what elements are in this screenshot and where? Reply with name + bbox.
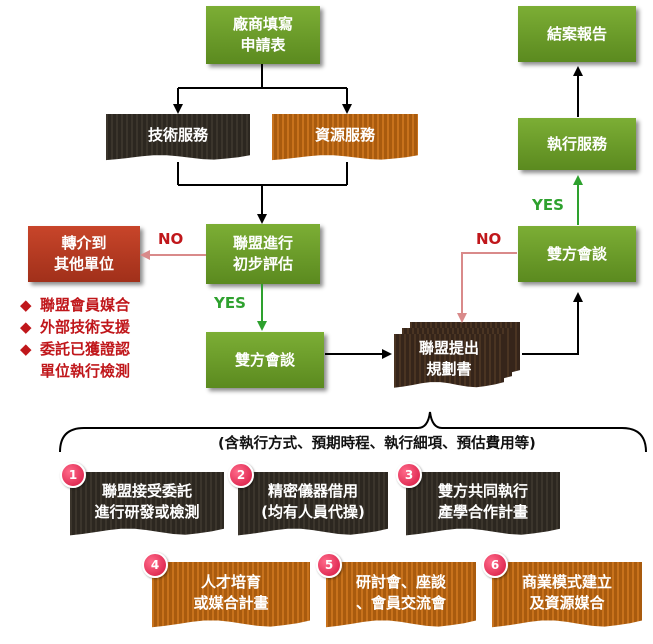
- yes-label-right: YES: [532, 196, 564, 214]
- referral-option-text: 外部技術支援: [40, 318, 131, 336]
- plan-item-5: 研討會、座談 、會員交流會: [326, 562, 476, 628]
- referral-option: ◆ 委託已獲證認 單位執行檢測: [20, 338, 130, 382]
- plan-item-1: 聯盟接受委託 進行研發或檢測: [70, 472, 224, 536]
- badge-6-icon: 6: [482, 552, 508, 578]
- resource-service-box: 資源服務: [272, 114, 418, 161]
- diamond-icon: ◆: [20, 318, 32, 336]
- plan-note: (含執行方式、預期時程、執行細項、預估費用等): [218, 436, 536, 452]
- tech-service-box: 技術服務: [106, 114, 250, 161]
- diamond-icon: ◆: [20, 340, 32, 358]
- plan-proposal-box: 聯盟提出 規劃書: [394, 334, 504, 388]
- badge-2-icon: 2: [228, 462, 254, 488]
- diamond-icon: ◆: [20, 296, 32, 314]
- badge-5-icon: 5: [316, 552, 342, 578]
- arrow-merge: [177, 162, 348, 186]
- referral-box: 轉介到 其他單位: [28, 226, 140, 282]
- referral-option-text: 委託已獲證認 單位執行檢測: [40, 340, 131, 380]
- arrow-form-split: [178, 64, 347, 89]
- arrow-plan-meeting: [522, 292, 583, 355]
- application-form-box: 廠商填寫 申請表: [206, 6, 320, 64]
- meeting-right-box: 雙方會談: [518, 226, 636, 282]
- meeting-left-box: 雙方會談: [206, 332, 324, 388]
- no-label-left: NO: [158, 230, 184, 248]
- plan-item-4: 人才培育 或媒合計畫: [152, 562, 310, 628]
- initial-eval-box: 聯盟進行 初步評估: [206, 224, 320, 284]
- arrow-no-plan: [457, 252, 517, 323]
- execute-service-box: 執行服務: [518, 118, 636, 170]
- plan-bracket: [59, 411, 647, 453]
- referral-option-text: 聯盟會員媒合: [40, 296, 131, 314]
- badge-4-icon: 4: [142, 552, 168, 578]
- badge-3-icon: 3: [396, 462, 422, 488]
- no-label-right: NO: [476, 230, 502, 248]
- closing-report-box: 結案報告: [518, 6, 636, 62]
- referral-option: ◆ 外部技術支援: [20, 316, 130, 338]
- referral-options: ◆ 聯盟會員媒合 ◆ 外部技術支援 ◆ 委託已獲證認 單位執行檢測: [20, 294, 130, 382]
- badge-1-icon: 1: [60, 462, 86, 488]
- plan-item-2: 精密儀器借用 (均有人員代操): [238, 472, 388, 536]
- referral-option: ◆ 聯盟會員媒合: [20, 294, 130, 316]
- yes-label-left: YES: [214, 294, 246, 312]
- plan-item-3: 雙方共同執行 產學合作計畫: [406, 472, 560, 536]
- plan-item-6: 商業模式建立 及資源媒合: [492, 562, 642, 628]
